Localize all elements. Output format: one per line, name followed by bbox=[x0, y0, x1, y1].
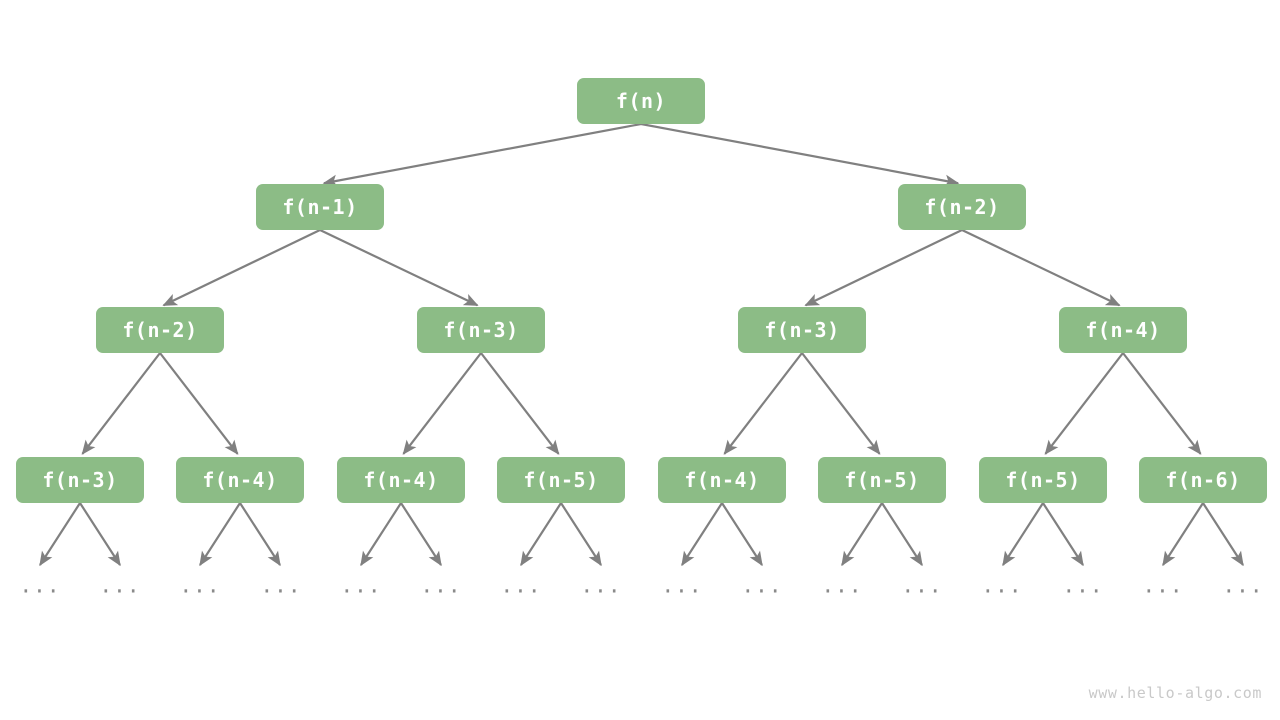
ellipsis-marker: ... bbox=[821, 573, 863, 598]
leaf-edge bbox=[520, 502, 562, 567]
leaf-edge bbox=[360, 502, 402, 567]
ellipsis-marker: ... bbox=[1142, 573, 1184, 598]
ellipsis-marker: ... bbox=[661, 573, 703, 598]
ellipsis-marker: ... bbox=[179, 573, 221, 598]
ellipsis-marker: ... bbox=[1062, 573, 1104, 598]
leaf-edge bbox=[681, 502, 723, 567]
tree-node: f(n-5) bbox=[979, 457, 1107, 503]
ellipsis-marker: ... bbox=[260, 573, 302, 598]
leaf-edge bbox=[560, 502, 602, 567]
leaf-edge bbox=[1162, 502, 1204, 567]
tree-node: f(n-5) bbox=[818, 457, 946, 503]
leaf-edges bbox=[39, 502, 1244, 567]
leaf-edge bbox=[79, 502, 121, 567]
tree-edge bbox=[1122, 352, 1202, 455]
leaf-edge bbox=[400, 502, 442, 567]
tree-edge bbox=[319, 229, 479, 307]
tree-edge bbox=[961, 229, 1121, 307]
tree-edge bbox=[804, 229, 963, 307]
tree-edge bbox=[640, 122, 960, 187]
tree-edge bbox=[480, 352, 560, 455]
leaf-edge bbox=[721, 502, 763, 567]
tree-edge bbox=[162, 229, 321, 307]
tree-edge bbox=[402, 352, 482, 455]
tree-node: f(n-4) bbox=[337, 457, 465, 503]
ellipsis-marker: ... bbox=[741, 573, 783, 598]
leaf-edge bbox=[841, 502, 883, 567]
tree-node: f(n-4) bbox=[176, 457, 304, 503]
leaf-edge bbox=[239, 502, 281, 567]
tree-node: f(n) bbox=[577, 78, 705, 124]
ellipsis-marker: ... bbox=[901, 573, 943, 598]
ellipsis-marker: ... bbox=[19, 573, 61, 598]
ellipsis-marker: ... bbox=[580, 573, 622, 598]
ellipsis-marker: ... bbox=[420, 573, 462, 598]
leaf-edge bbox=[39, 502, 81, 567]
ellipsis-marker: ... bbox=[99, 573, 141, 598]
tree-edge bbox=[723, 352, 803, 455]
tree-node: f(n-5) bbox=[497, 457, 625, 503]
leaf-edge bbox=[881, 502, 923, 567]
tree-node: f(n-3) bbox=[738, 307, 866, 353]
tree-edge bbox=[322, 122, 642, 187]
tree-edge bbox=[81, 352, 161, 455]
watermark: www.hello-algo.com bbox=[1088, 684, 1262, 702]
leaf-edge bbox=[1002, 502, 1044, 567]
tree-node: f(n-6) bbox=[1139, 457, 1267, 503]
tree-node: f(n-3) bbox=[16, 457, 144, 503]
tree-node: f(n-3) bbox=[417, 307, 545, 353]
tree-edges bbox=[81, 122, 1202, 455]
ellipsis-marker: ... bbox=[981, 573, 1023, 598]
tree-edge bbox=[1044, 352, 1124, 455]
tree-edge bbox=[159, 352, 239, 455]
tree-node: f(n-2) bbox=[898, 184, 1026, 230]
tree-node: f(n-2) bbox=[96, 307, 224, 353]
ellipsis-marker: ... bbox=[1222, 573, 1264, 598]
tree-edge bbox=[801, 352, 881, 455]
leaf-edge bbox=[199, 502, 241, 567]
tree-node: f(n-4) bbox=[658, 457, 786, 503]
tree-node: f(n-4) bbox=[1059, 307, 1187, 353]
tree-node: f(n-1) bbox=[256, 184, 384, 230]
ellipsis-marker: ... bbox=[500, 573, 542, 598]
leaf-edge bbox=[1202, 502, 1244, 567]
ellipsis-marker: ... bbox=[340, 573, 382, 598]
leaf-edge bbox=[1042, 502, 1084, 567]
